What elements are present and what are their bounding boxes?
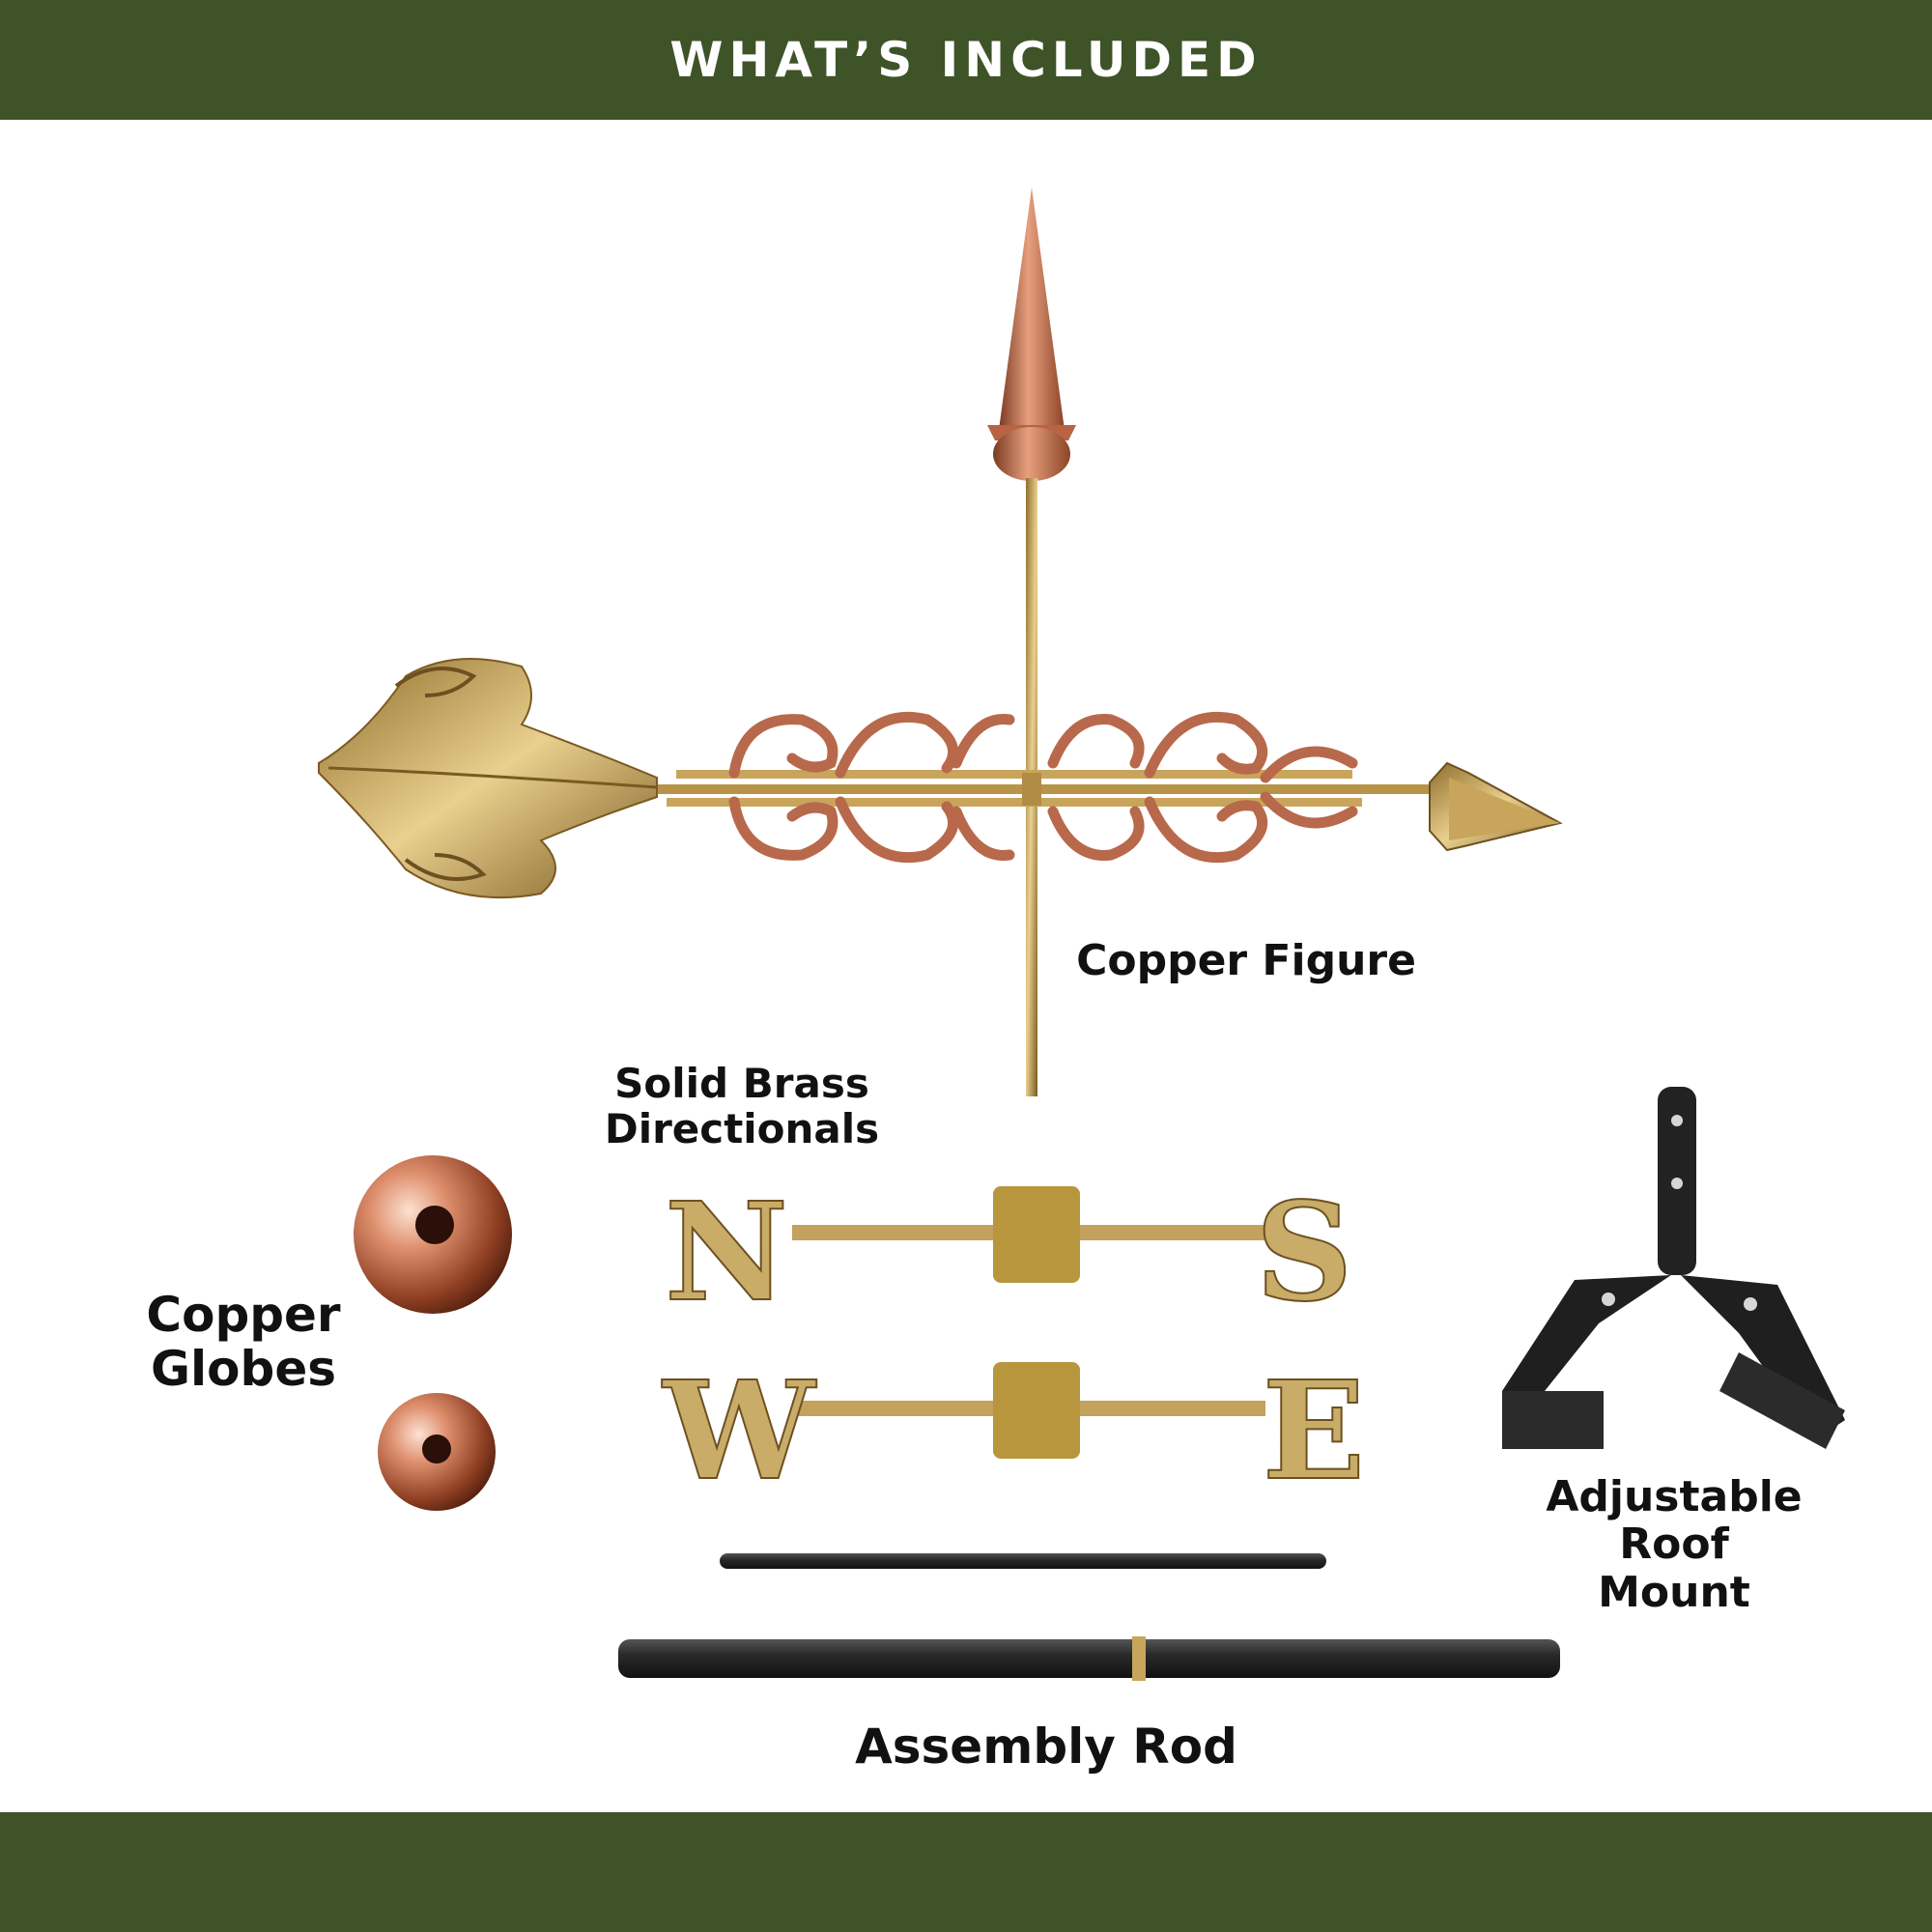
copper-scrollwork: [728, 711, 1358, 864]
brass-directionals: N S W E: [660, 1173, 1366, 1512]
assembly-rod-coupler: [1132, 1636, 1146, 1681]
ns-hub: [993, 1186, 1080, 1283]
mount-right-foot: [1719, 1352, 1845, 1449]
header-band: WHAT’S INCLUDED: [0, 0, 1932, 120]
copper-globes-line-2: Globes: [150, 1341, 336, 1397]
adjustable-roof-mount-line-3: Mount: [1598, 1567, 1750, 1617]
letter-n: N: [665, 1174, 788, 1332]
center-hub: [1022, 773, 1041, 806]
roof-mount: [1502, 1087, 1845, 1449]
copper-globes: [354, 1155, 512, 1511]
adjustable-roof-mount-line-1: Adjustable: [1546, 1472, 1803, 1521]
arrow-head-point: [1449, 778, 1560, 840]
mount-left-foot: [1502, 1391, 1604, 1449]
tail-scroll-top: [394, 667, 477, 697]
footer-band: [0, 1812, 1932, 1932]
ew-hub: [993, 1362, 1080, 1459]
arrow-shaft-upper: [676, 770, 1352, 779]
copper-globe-small-hole: [422, 1435, 451, 1463]
copper-figure-label: Copper Figure: [1076, 936, 1416, 985]
assembly-rod-bar: [618, 1639, 1560, 1678]
finial-ball: [993, 427, 1070, 481]
adjustable-roof-mount-line-2: Roof: [1619, 1520, 1729, 1570]
solid-brass-directionals-label: Solid Brass Directionals: [605, 1061, 879, 1151]
mount-left-wing: [1502, 1275, 1671, 1420]
copper-globe-large-hole: [415, 1206, 454, 1244]
short-rod: [720, 1553, 1326, 1569]
solid-brass-directionals-line-2: Directionals: [604, 1105, 880, 1153]
mount-bolt-4: [1744, 1297, 1757, 1311]
mount-bolt-1: [1671, 1115, 1683, 1126]
letter-w: W: [661, 1352, 816, 1511]
copper-globes-line-1: Copper: [146, 1287, 341, 1343]
arrow-shaft-lower: [667, 798, 1362, 807]
mount-bolt-3: [1602, 1293, 1615, 1306]
adjustable-roof-mount-label: Adjustable Roof Mount: [1546, 1473, 1802, 1616]
arrow-tail: [318, 658, 658, 899]
solid-brass-directionals-line-1: Solid Brass: [614, 1060, 869, 1107]
finial-spike: [999, 187, 1065, 430]
letter-s: S: [1255, 1174, 1352, 1332]
mount-bolt-2: [1671, 1178, 1683, 1189]
copper-figure: [318, 187, 1563, 1096]
assembly-rod-label: Assembly Rod: [855, 1719, 1237, 1775]
assembly-rods: [618, 1553, 1560, 1681]
tail-feather-line: [327, 766, 658, 789]
tail-scroll-bottom: [404, 853, 487, 881]
header-title: WHAT’S INCLUDED: [669, 32, 1263, 88]
letter-e: E: [1263, 1352, 1366, 1511]
copper-globes-label: Copper Globes: [146, 1288, 340, 1396]
